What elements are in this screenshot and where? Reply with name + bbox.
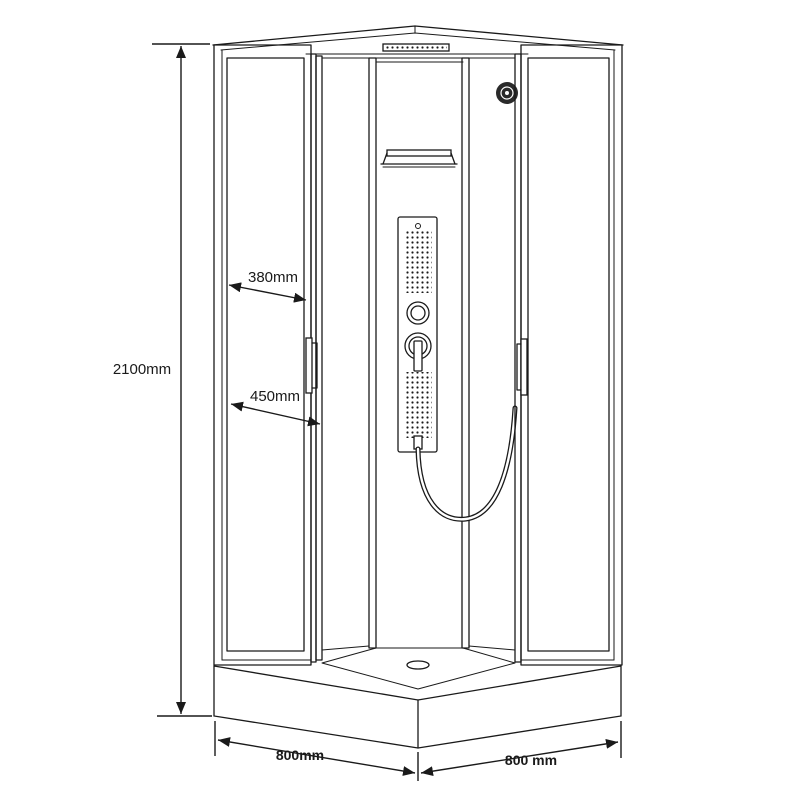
right-depth-dimension: 800 mm [420,721,622,777]
back-wall [321,57,516,651]
right-depth-label: 800 mm [505,752,557,768]
upper-opening-dimension: 380mm [228,269,307,303]
right-sliding-door [514,53,522,663]
rain-shower-head [382,43,450,52]
left-depth-label: 800mm [276,747,324,763]
right-door-handle [516,338,528,396]
cabin-roof [212,25,624,55]
upper-body-jets [404,231,432,293]
indicator-dot [415,223,421,229]
shower-column-panel [397,216,438,453]
towel-shelf [380,149,458,168]
diverter-knob-icon [406,301,430,325]
lower-opening-dimension: 450mm [230,388,321,427]
left-door-handle [305,337,318,394]
drain-icon [406,660,430,670]
left-fixed-glass-panel [213,44,312,666]
height-dimension: 2100mm [113,43,212,717]
upper-opening-label: 380mm [248,269,298,286]
right-fixed-glass-panel [520,44,623,666]
mixer-lever-icon [404,332,432,372]
shower-hose [415,405,518,522]
lower-body-jets [404,372,432,438]
ceiling-vent-icon [496,82,518,104]
height-label: 2100mm [113,361,171,378]
left-depth-dimension: 800mm [214,721,419,781]
shower-tray [213,647,622,749]
lower-opening-label: 450mm [250,388,300,405]
